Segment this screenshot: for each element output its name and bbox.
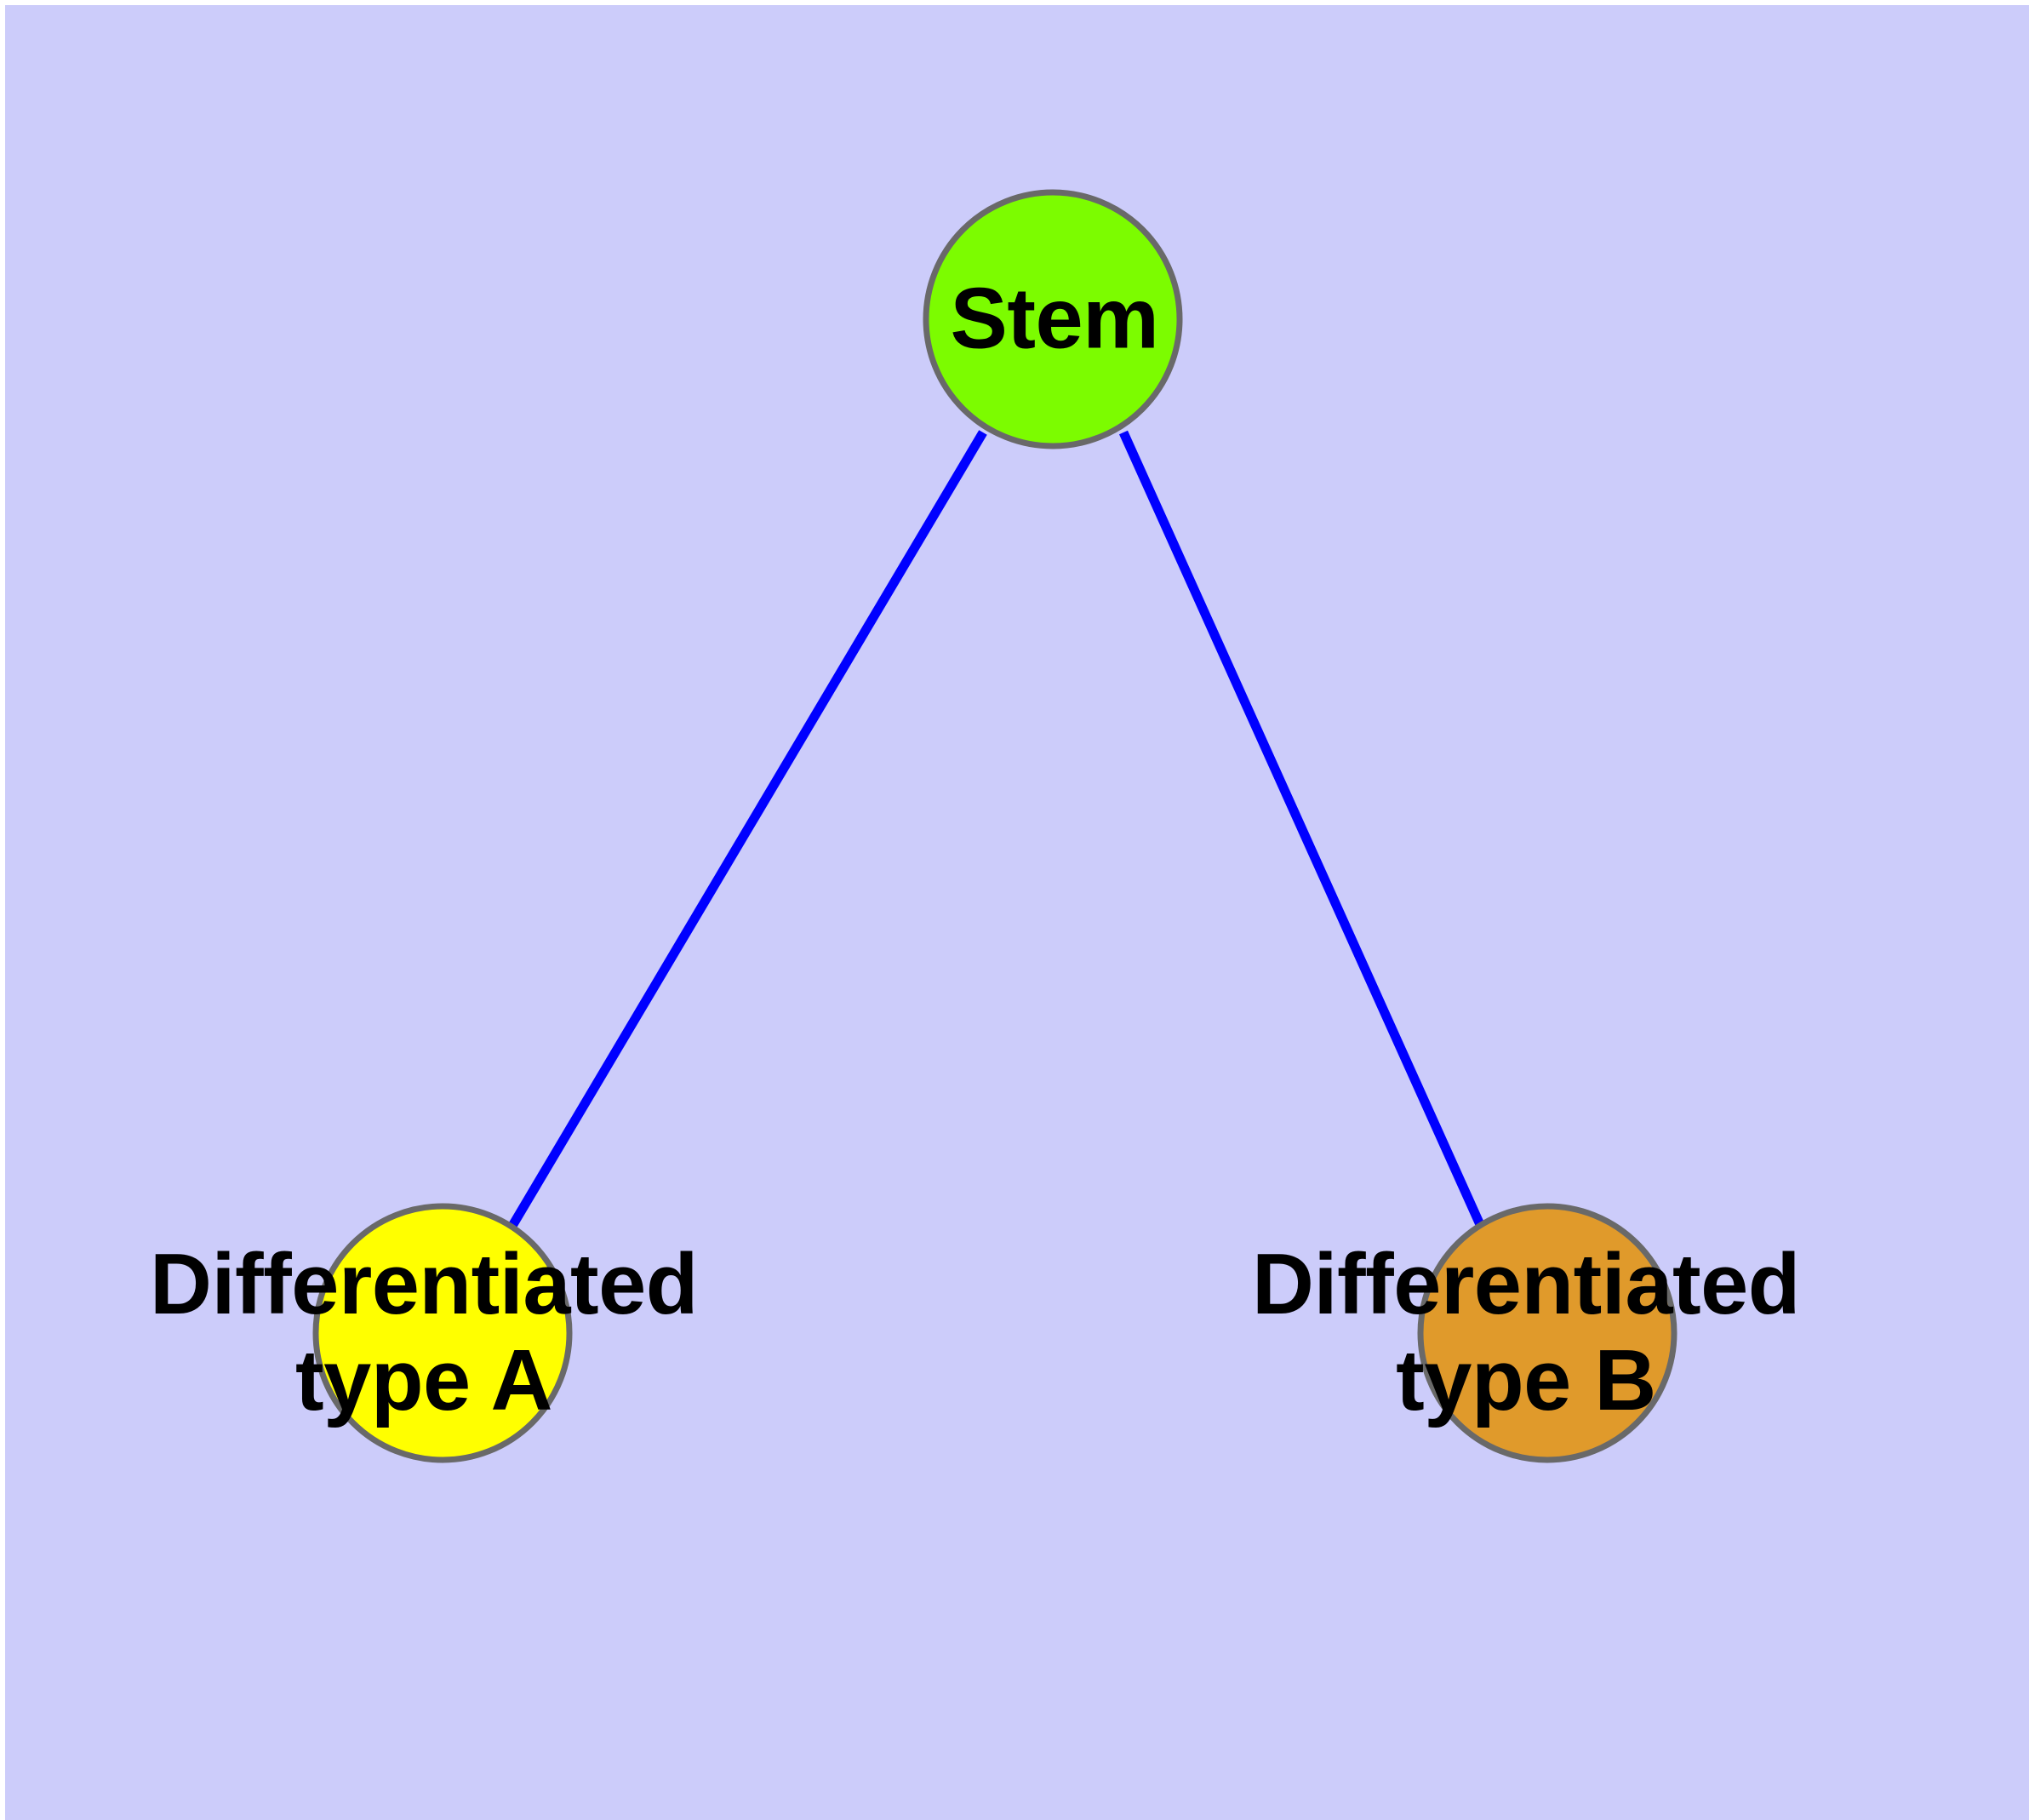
- node-circle-stem[interactable]: [923, 189, 1183, 449]
- node-circle-diff_b[interactable]: [1417, 1203, 1677, 1463]
- edge-stem-to-b[interactable]: [1118, 430, 1487, 1231]
- edge-stem-to-a[interactable]: [508, 430, 987, 1228]
- nodes-group: [312, 189, 1677, 1463]
- edges-group: [508, 430, 1487, 1231]
- node-circle-diff_a[interactable]: [312, 1203, 573, 1463]
